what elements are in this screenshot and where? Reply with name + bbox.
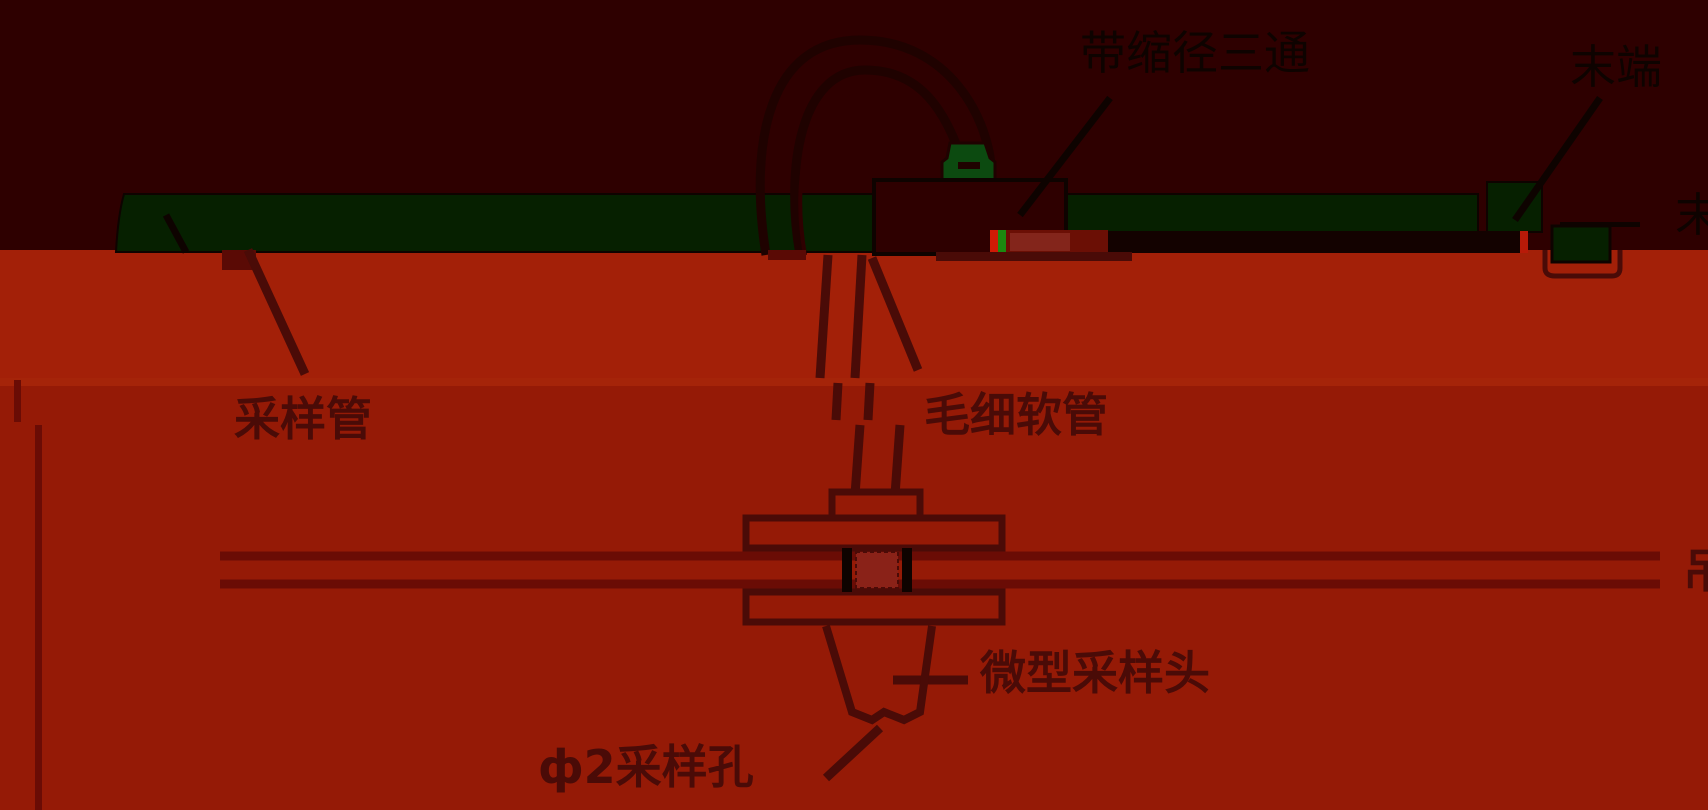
hose-to-head-left <box>850 424 865 496</box>
hose-stub-mid <box>768 250 806 260</box>
head-thread <box>855 551 899 589</box>
capillary-loop-outer <box>755 35 997 256</box>
label-right-top: 末 <box>1675 188 1708 242</box>
tee-cap-slot <box>958 162 980 169</box>
hose-to-head-right <box>890 424 905 496</box>
label-micro-sampling-head: 微型采样头 <box>980 646 1210 700</box>
hose-lower-left <box>831 382 843 421</box>
filter-green-band <box>998 230 1006 254</box>
head-bolt-right <box>902 548 912 592</box>
label-right-edge: 吊 <box>1683 544 1708 598</box>
leader-tee <box>1017 95 1113 218</box>
tee-cap <box>940 141 997 182</box>
filter-dots <box>1010 233 1070 251</box>
end-marker-red <box>1520 231 1528 253</box>
head-upper-flange <box>742 514 1006 552</box>
leader-end <box>1512 95 1603 223</box>
label-capillary-hose: 毛细软管 <box>924 388 1108 442</box>
end-hook <box>1542 250 1623 279</box>
hose-down-right <box>850 254 867 379</box>
leader-sampling-tube-upper <box>162 213 190 254</box>
capillary-loop-shadow <box>798 88 871 256</box>
leader-capillary <box>867 256 923 372</box>
left-wall-line-top <box>14 380 21 422</box>
leader-sampling-tube <box>243 248 310 376</box>
label-sampling-hole: ф2采样孔 <box>538 740 754 794</box>
separator-band <box>0 378 1708 386</box>
left-wall-line <box>35 425 42 810</box>
end-bar <box>1560 222 1640 227</box>
hose-down-left <box>815 254 833 379</box>
label-sampling-tube: 采样管 <box>234 392 372 446</box>
head-bolt-left <box>842 548 852 592</box>
tee-base-plate <box>936 252 1132 261</box>
end-block <box>1550 224 1612 264</box>
label-reducing-tee: 带缩径三通 <box>1080 26 1310 80</box>
head-lower-flange <box>742 588 1006 626</box>
hose-lower-right <box>863 382 875 421</box>
capillary-loop-inner <box>790 65 967 256</box>
label-end: 末端 <box>1570 40 1662 94</box>
leader-sampling-hole <box>822 724 884 782</box>
thin-tube <box>1108 231 1528 253</box>
filter-red-band <box>990 230 998 254</box>
head-cone <box>822 624 936 725</box>
